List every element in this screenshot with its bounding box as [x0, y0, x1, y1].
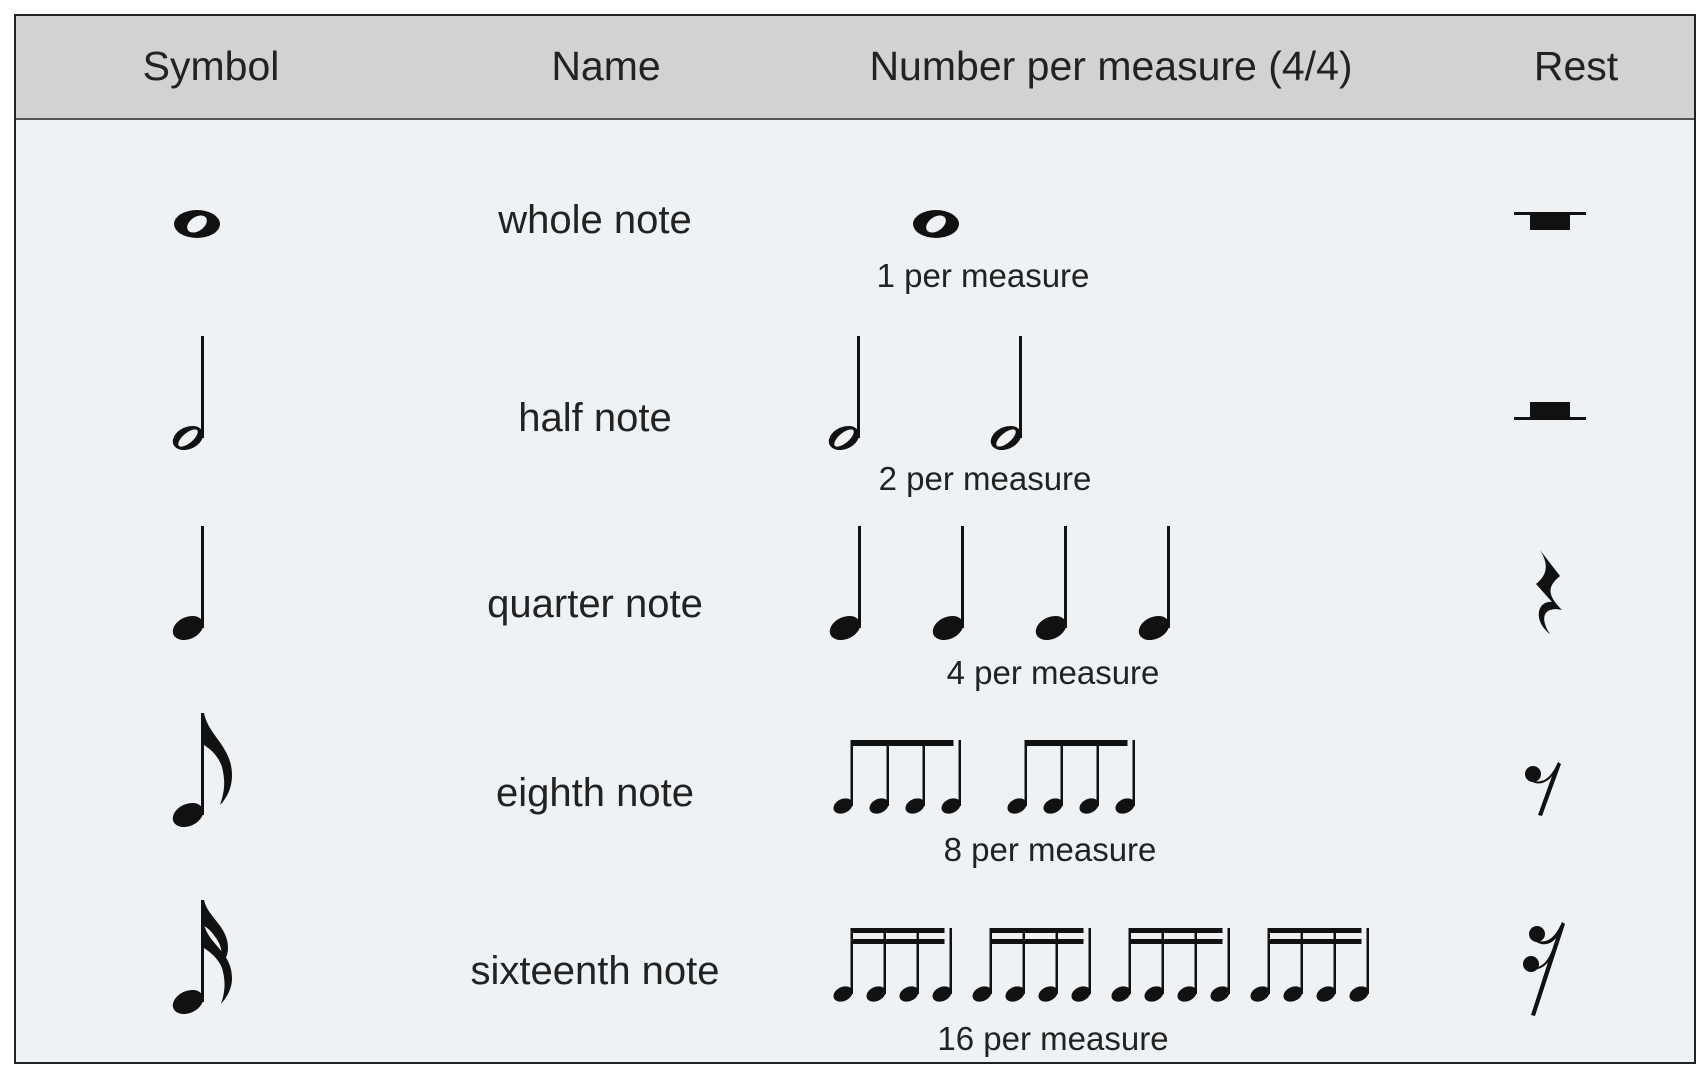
- header-symbol: Symbol: [142, 43, 280, 89]
- row-name-half: half note: [518, 396, 672, 440]
- half-note-icon: [168, 336, 208, 455]
- header-count: Number per measure (4/4): [869, 43, 1353, 89]
- beamed-sixteenth-notes-icon: [1109, 928, 1232, 1005]
- note-values-table: Symbol Name Number per measure (4/4) Res…: [14, 14, 1696, 1064]
- row-count-sixteenth: 16 per measure: [937, 1020, 1169, 1057]
- whole-rest-icon: [1514, 212, 1586, 230]
- table-header: Symbol Name Number per measure (4/4) Res…: [16, 16, 1694, 120]
- quarter-note-icon: [825, 526, 865, 645]
- half-note-icon: [824, 336, 864, 455]
- row-name-whole: whole note: [498, 198, 692, 242]
- row-count-quarter: 4 per measure: [946, 654, 1160, 691]
- half-rest-icon: [1514, 402, 1586, 420]
- header-name: Name: [551, 43, 661, 89]
- sixteenth-note-icon: [168, 900, 232, 1019]
- beamed-sixteenth-notes-icon: [831, 928, 954, 1005]
- row-count-eighth: 8 per measure: [943, 831, 1157, 868]
- whole-note-icon: [913, 210, 959, 238]
- quarter-note-icon: [1031, 526, 1071, 645]
- whole-note-icon: [174, 210, 220, 238]
- row-count-whole: 1 per measure: [876, 257, 1090, 294]
- beamed-sixteenth-notes-icon: [1248, 928, 1371, 1005]
- quarter-rest-icon: [1536, 550, 1562, 634]
- beamed-eighth-notes-icon: [831, 740, 963, 817]
- row-count-half: 2 per measure: [878, 460, 1092, 497]
- eighth-rest-icon: [1525, 762, 1561, 816]
- beamed-sixteenth-notes-icon: [970, 928, 1093, 1005]
- sixteenth-rest-icon: [1523, 922, 1565, 1016]
- eighth-note-icon: [168, 713, 232, 832]
- half-note-icon: [986, 336, 1026, 455]
- row-name-eighth: eighth note: [496, 771, 694, 815]
- header-rest: Rest: [1533, 43, 1619, 89]
- row-name-quarter: quarter note: [487, 582, 703, 626]
- row-name-sixteenth: sixteenth note: [470, 949, 720, 993]
- beamed-eighth-notes-icon: [1005, 740, 1137, 817]
- quarter-note-icon: [928, 526, 968, 645]
- quarter-note-icon: [168, 526, 208, 645]
- quarter-note-icon: [1134, 526, 1174, 645]
